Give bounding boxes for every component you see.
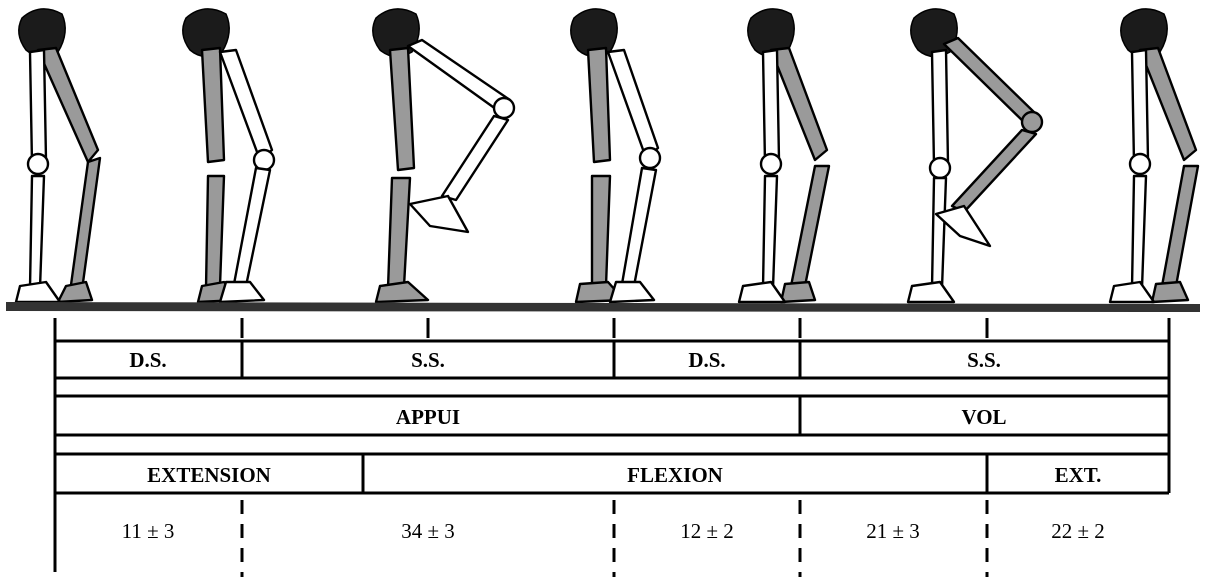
leg-figure-1 bbox=[16, 9, 100, 302]
support-label-ss-1: S.S. bbox=[411, 348, 445, 372]
leg-figure-2 bbox=[183, 9, 274, 302]
leg-figure-4 bbox=[571, 9, 660, 302]
leg-figure-3 bbox=[373, 9, 514, 302]
leg-figure-5 bbox=[739, 9, 829, 302]
value-cell: 12 ± 2 bbox=[680, 519, 734, 543]
phase-label-swing: VOL bbox=[961, 405, 1006, 429]
value-cell: 21 ± 3 bbox=[866, 519, 920, 543]
phase-label-stance: APPUI bbox=[396, 405, 460, 429]
support-label-ds-2: D.S. bbox=[688, 348, 725, 372]
gait-illustration bbox=[6, 9, 1200, 312]
leg-figure-7 bbox=[1110, 9, 1198, 302]
knee-label-flexion: FLEXION bbox=[627, 463, 723, 487]
value-cell: 22 ± 2 bbox=[1051, 519, 1105, 543]
knee-label-ext: EXT. bbox=[1055, 463, 1102, 487]
support-label-ss-2: S.S. bbox=[967, 348, 1001, 372]
value-cell: 11 ± 3 bbox=[122, 519, 175, 543]
support-label-ds-1: D.S. bbox=[129, 348, 166, 372]
knee-label-extension: EXTENSION bbox=[147, 463, 271, 487]
leg-figure-6 bbox=[908, 9, 1042, 302]
value-cell: 34 ± 3 bbox=[401, 519, 455, 543]
phase-table: D.S. S.S. D.S. S.S. APPUI VOL EXTENSION … bbox=[55, 318, 1169, 577]
ground-line bbox=[6, 302, 1200, 312]
